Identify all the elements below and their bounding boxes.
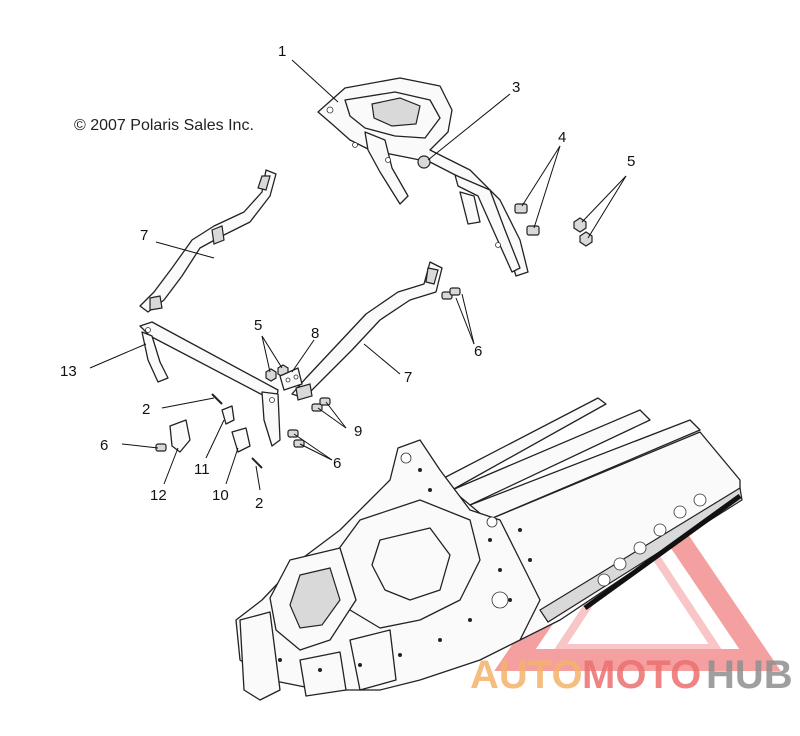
callout-8: 8 [311, 325, 319, 342]
callout-3: 3 [512, 79, 520, 96]
callout-5-top: 5 [627, 153, 635, 170]
part-brace-right [291, 261, 461, 401]
callout-9: 9 [354, 423, 362, 440]
leader-lines [89, 59, 627, 491]
small-hardware [155, 364, 331, 469]
callout-10: 10 [212, 487, 229, 504]
callout-2-left: 2 [142, 401, 150, 418]
part-brace-left [139, 169, 277, 313]
callout-4: 4 [558, 129, 566, 146]
part-cross-bar [139, 321, 281, 447]
callout-1: 1 [278, 43, 286, 60]
fasteners-4-5 [514, 203, 593, 247]
part-chassis-tunnel [235, 397, 743, 701]
callout-5-mid: 5 [254, 317, 262, 334]
watermark-moto: MOTO [582, 653, 701, 697]
callout-labels: 1 3 4 5 7 5 8 6 13 7 2 9 6 6 11 10 12 2 [60, 43, 635, 512]
callout-11: 11 [194, 461, 210, 478]
watermark-auto: AUTO [470, 653, 583, 697]
callout-13: 13 [60, 363, 77, 380]
callout-6-right: 6 [474, 343, 482, 360]
watermark-text: AUTO MOTO HUB [470, 653, 793, 697]
callout-12: 12 [150, 487, 167, 504]
callout-6-left: 6 [100, 437, 108, 454]
callout-6-center: 6 [333, 455, 341, 472]
copyright-text: © 2007 Polaris Sales Inc. [74, 117, 254, 134]
callout-2-bottom: 2 [255, 495, 263, 512]
callout-7-left: 7 [140, 227, 148, 244]
part-front-bumper-loop [317, 77, 529, 277]
watermark-hub: HUB [706, 653, 793, 697]
callout-7-right: 7 [404, 369, 412, 386]
